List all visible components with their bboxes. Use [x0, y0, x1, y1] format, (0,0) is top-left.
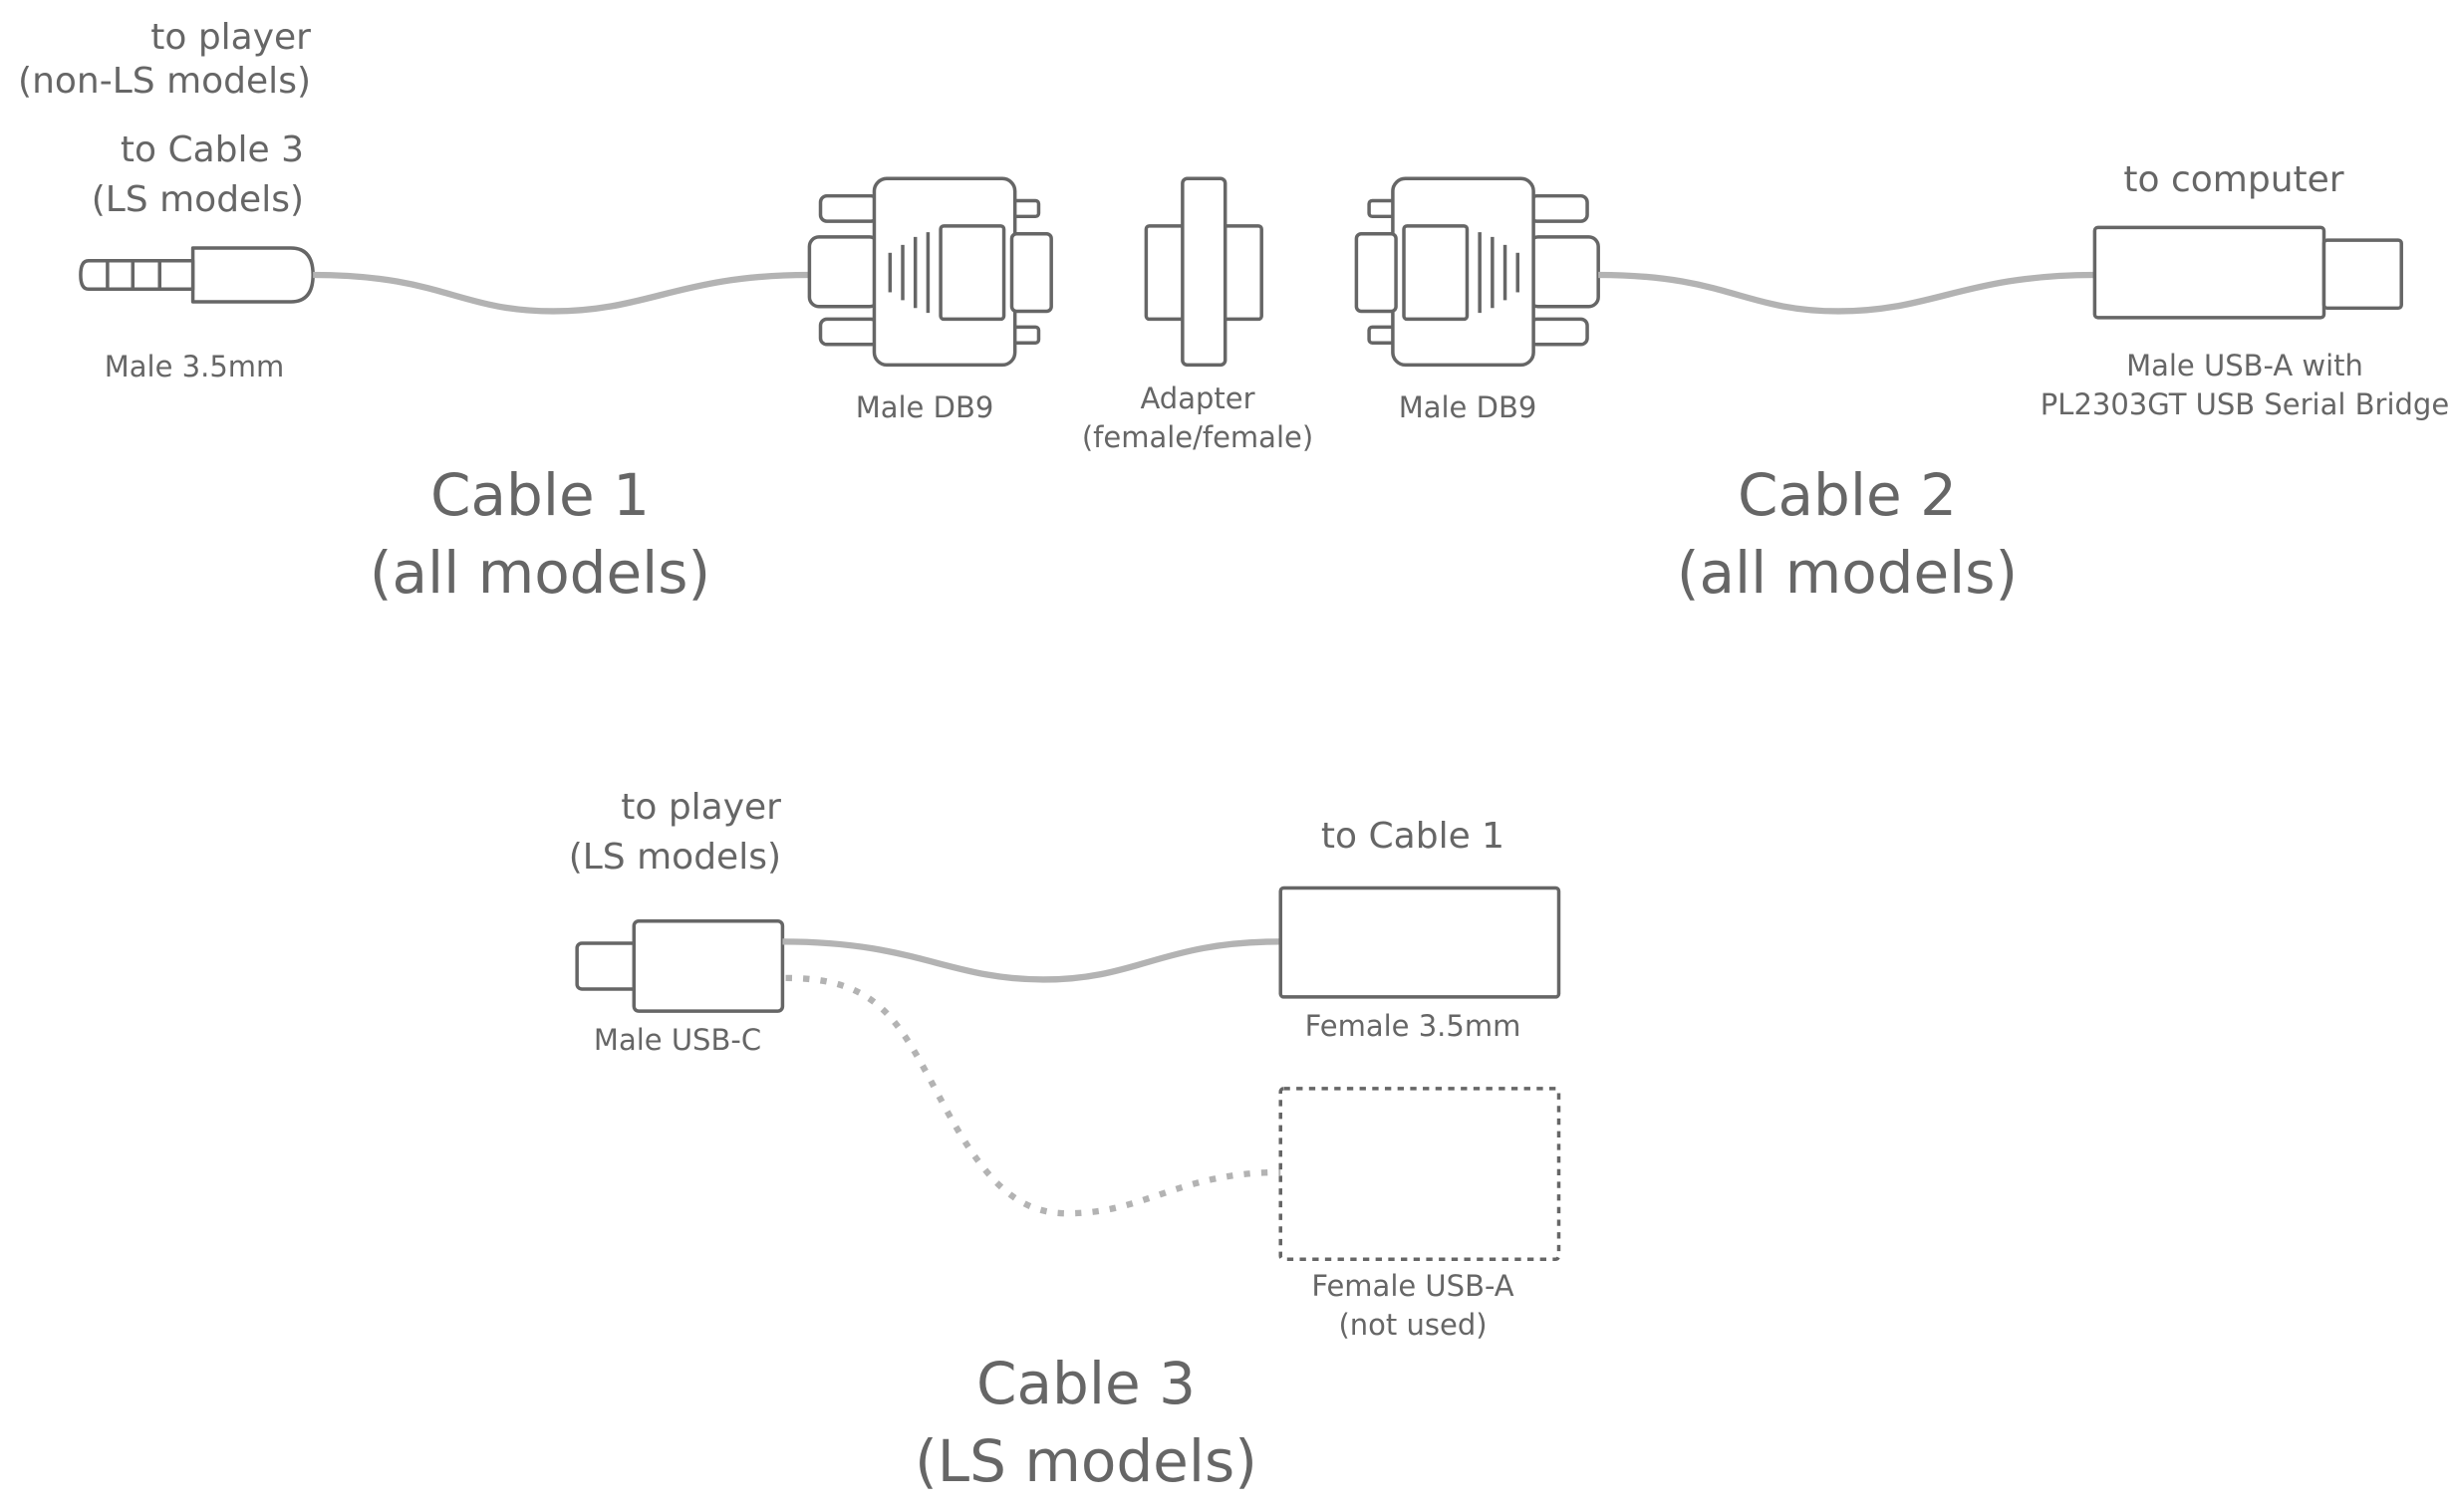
cable-3-subtitle: (LS models) [915, 1427, 1257, 1495]
cable-1-player-hint-models: (non-LS models) [18, 61, 311, 102]
cable-3-cable1-hint: to Cable 1 [1320, 816, 1505, 857]
male-3-5mm-jack [79, 246, 315, 304]
cable-3-wire [782, 938, 1281, 983]
adapter-label-type: (female/female) [1081, 420, 1314, 454]
cable-1-subtitle: (all models) [369, 539, 711, 607]
male-3-5mm-label: Male 3.5mm [104, 350, 285, 383]
female-3-5mm-connector [1278, 885, 1561, 999]
cable-2-computer-hint: to computer [2123, 159, 2344, 200]
male-usb-a-connector [2092, 225, 2403, 320]
cable-2-db9-label: Male DB9 [1398, 390, 1537, 424]
adapter-label: Adapter [1140, 381, 1255, 415]
cable-3-unused-wire [785, 974, 1281, 1217]
cable-1-player-hint: to player [150, 17, 311, 58]
cable-1-cable3-hint-models: (LS models) [91, 179, 304, 220]
cable-2-subtitle: (all models) [1676, 539, 2019, 607]
cable-1-male-db9-connector [807, 176, 1053, 368]
cable-2-wire [1598, 271, 2095, 315]
usb-a-label: Male USB-A with [2126, 349, 2363, 382]
adapter-female-female [1144, 176, 1263, 368]
cable-1-title: Cable 1 [430, 461, 650, 529]
female-usb-a-connector [1278, 1087, 1561, 1261]
cable-2-title: Cable 2 [1738, 461, 1957, 529]
male-usb-c-label: Male USB-C [593, 1023, 762, 1057]
cable-1-wire [313, 271, 810, 315]
cable-3-player-hint: to player [621, 787, 781, 828]
female-usb-a-label: Female USB-A [1311, 1269, 1514, 1303]
male-usb-c-connector [575, 919, 785, 1013]
cable-3-title: Cable 3 [976, 1350, 1196, 1417]
female-3-5mm-label: Female 3.5mm [1304, 1009, 1521, 1043]
cable-2-male-db9-connector [1354, 176, 1600, 368]
usb-a-label-bridge: PL2303GT USB Serial Bridge [2040, 387, 2450, 421]
cable-1-cable3-hint: to Cable 3 [120, 129, 304, 170]
cable-3-player-hint-models: (LS models) [568, 837, 781, 878]
cable-1-db9-label: Male DB9 [855, 390, 994, 424]
female-usb-a-label-not-used: (not used) [1338, 1308, 1488, 1342]
